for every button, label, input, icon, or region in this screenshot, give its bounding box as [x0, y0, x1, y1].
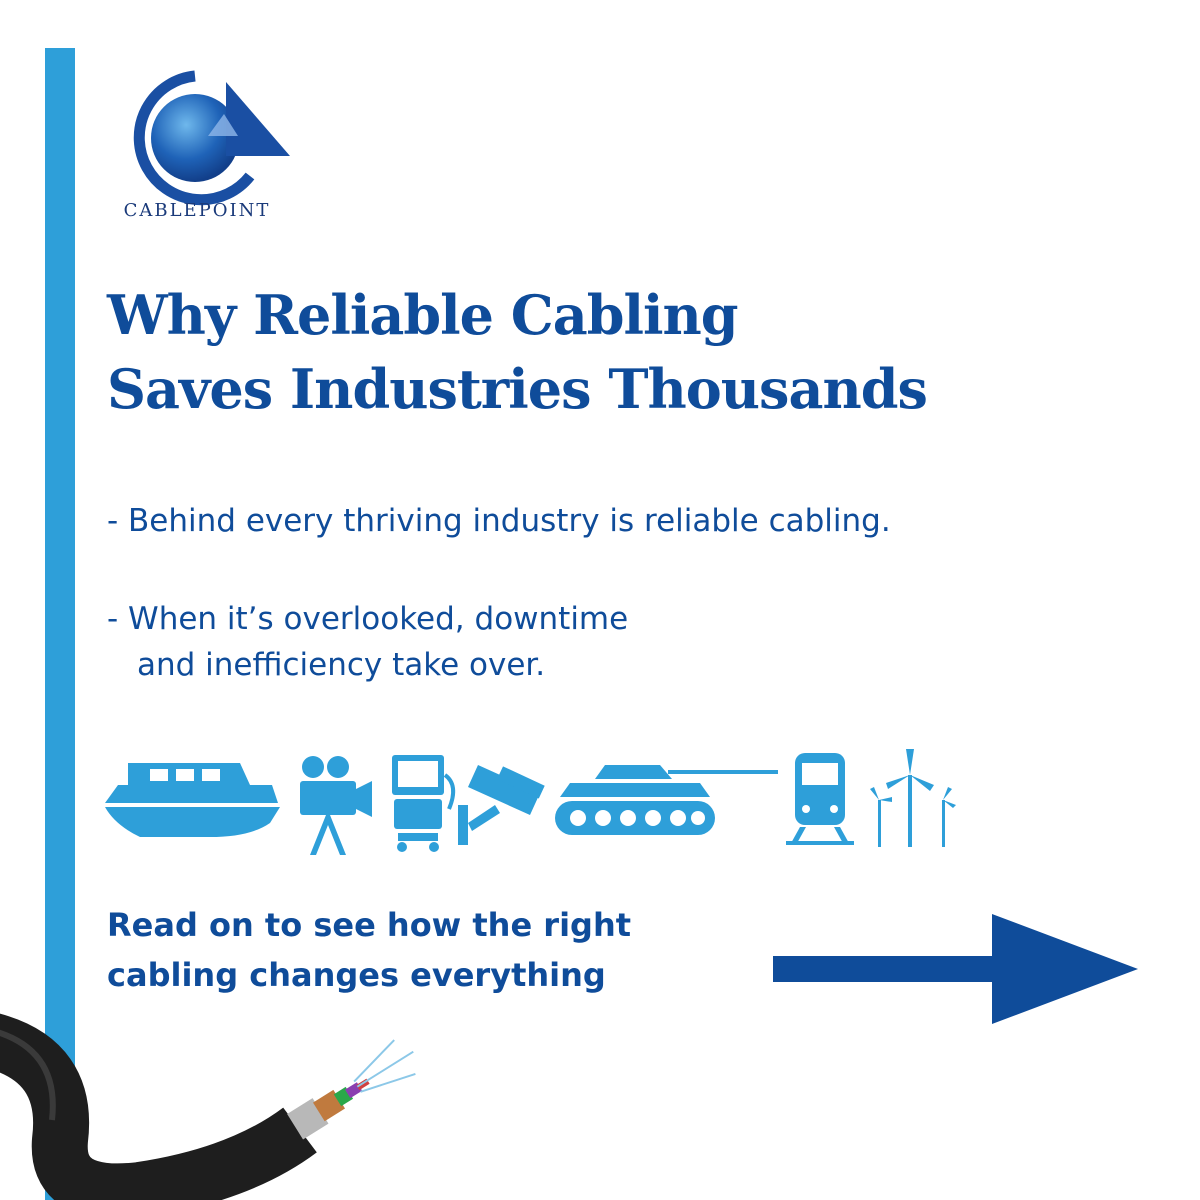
arrow-right-icon[interactable] [770, 912, 1140, 1027]
bullet-point-1: - Behind every thriving industry is reli… [107, 503, 891, 539]
wind-turbine-icon [870, 749, 956, 847]
cable-illustration [0, 1013, 416, 1200]
cta-line-1: Read on to see how the right [107, 906, 632, 944]
film-camera-icon [300, 756, 372, 855]
accent-side-bar [45, 48, 75, 1200]
cta-line-2: cabling changes everything [107, 956, 606, 994]
title-line-2: Saves Industries Thousands [107, 357, 928, 421]
bullet-point-2: - When it’s overlooked, downtime and ine… [107, 596, 628, 688]
page-title: Why Reliable Cabling Saves Industries Th… [107, 278, 1187, 426]
train-icon [786, 753, 854, 845]
bullet-2-line-2: and inefficiency take over. [137, 647, 546, 683]
tank-icon [555, 765, 778, 835]
cablepoint-logo-icon [133, 70, 290, 206]
industry-icons-row [105, 749, 956, 855]
medical-machine-icon [392, 755, 456, 852]
bullet-2-line-1: - When it’s overlooked, downtime [107, 601, 629, 637]
boat-icon [105, 763, 280, 837]
call-to-action-text: Read on to see how the right cabling cha… [107, 900, 631, 1000]
brand-name: CABLEPOINT [123, 200, 271, 221]
title-line-1: Why Reliable Cabling [107, 283, 739, 347]
security-camera-icon [458, 765, 545, 845]
